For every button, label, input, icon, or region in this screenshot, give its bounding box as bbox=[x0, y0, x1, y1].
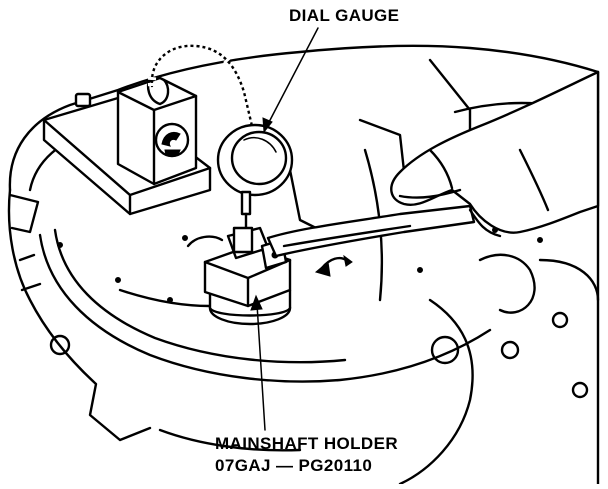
leader-lines bbox=[250, 27, 319, 431]
mainshaft-holder bbox=[186, 226, 292, 326]
hand bbox=[390, 70, 600, 238]
dial-gauge bbox=[216, 123, 294, 234]
mainshaft-holder-label: MAINSHAFT HOLDER bbox=[215, 434, 398, 453]
dial-gauge-label: DIAL GAUGE bbox=[289, 6, 400, 25]
rotation-arrow bbox=[314, 254, 353, 277]
magnetic-base bbox=[42, 76, 212, 216]
mainshaft-holder-part-number: 07GAJ — PG20110 bbox=[215, 456, 373, 475]
flexible-arm bbox=[147, 41, 256, 128]
wrench bbox=[266, 204, 476, 258]
